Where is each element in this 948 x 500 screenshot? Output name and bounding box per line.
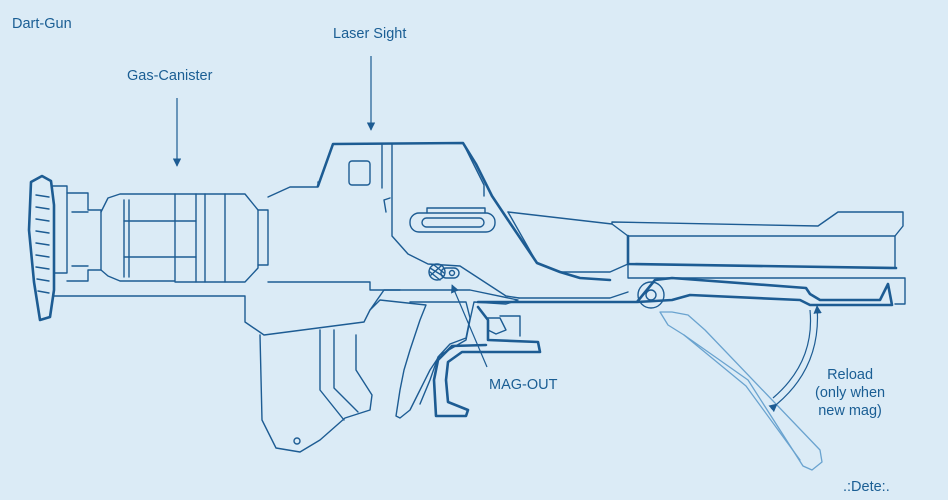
reload-label-line: Reload [827, 367, 874, 383]
butt-pad [27, 174, 56, 322]
stock [52, 185, 371, 336]
barrel-assembly [507, 211, 906, 305]
magazine [259, 329, 373, 453]
mag-out-button [428, 263, 460, 281]
signature: .:Dete:. [843, 479, 890, 495]
laser-sight-label: Laser Sight [333, 26, 407, 42]
gas-canister-label: Gas-Canister [127, 68, 213, 84]
reload-label-line: new mag) [818, 403, 882, 419]
lever-swing-ghost [659, 311, 823, 471]
diagram-title: Dart-Gun [12, 16, 72, 32]
reload-label: Reload (only when new mag) [815, 366, 885, 420]
mag-out-label: MAG-OUT [489, 377, 558, 393]
receiver [267, 141, 612, 299]
reload-swing-arrow-inner [772, 309, 812, 399]
reload-lever [476, 276, 894, 309]
reload-label-line: (only when [815, 385, 886, 401]
gas-canister [100, 193, 269, 283]
pistol-grip [369, 289, 542, 419]
reload-swing-arrow [768, 305, 822, 413]
mag-out-pointer [451, 284, 488, 368]
